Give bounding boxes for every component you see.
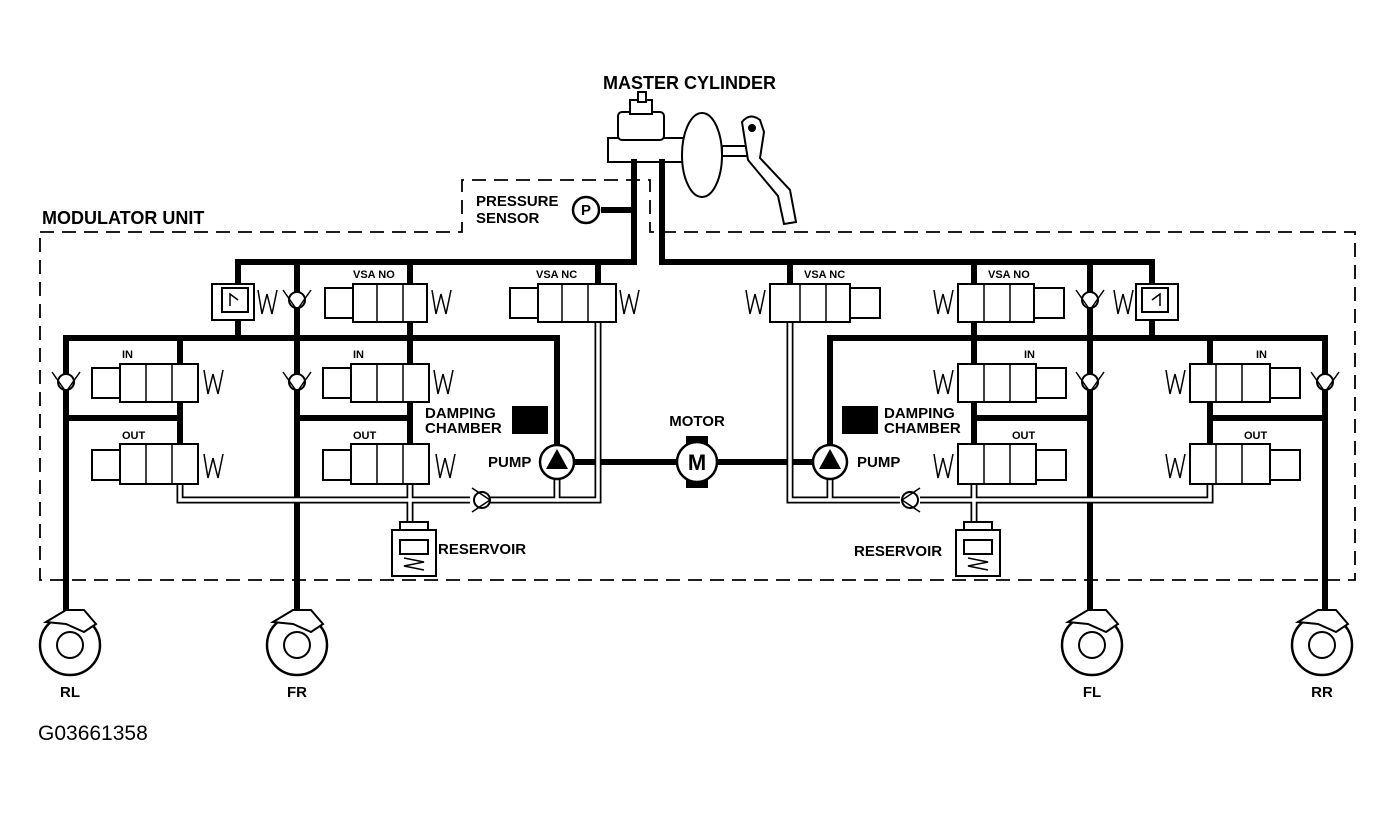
in-valve-rr <box>1165 363 1301 403</box>
check-valve <box>282 371 312 394</box>
brake-lines <box>63 159 1328 615</box>
wheel-fr-label: FR <box>287 684 307 701</box>
pressure-sensor-label-2: SENSOR <box>476 210 540 227</box>
master-cylinder-label: MASTER CYLINDER <box>603 73 776 93</box>
figure-id: G03661358 <box>38 722 148 745</box>
out-valve-rr <box>1165 443 1301 485</box>
pump-left <box>538 443 576 481</box>
vsa-nc-left-label: VSA NC <box>536 269 577 281</box>
wheel-fr <box>265 609 329 677</box>
wheel-fl-label: FL <box>1083 684 1101 701</box>
pressure-sensor <box>571 195 601 225</box>
damping-left-label-2: CHAMBER <box>425 420 502 437</box>
reservoir-right <box>955 521 1001 577</box>
in-fl-label: IN <box>1024 349 1035 361</box>
wheel-rr <box>1290 609 1354 677</box>
in-fr-label: IN <box>353 349 364 361</box>
relief-valves <box>211 283 1179 321</box>
pump-right-label: PUMP <box>857 454 900 471</box>
pump-motor-group <box>391 195 1001 577</box>
vsa-nc-valve-left <box>509 283 640 323</box>
pump-right <box>811 443 849 481</box>
pump-left-label: PUMP <box>488 454 531 471</box>
out-valve-rl <box>91 443 224 485</box>
in-valve-fr <box>322 363 454 403</box>
wheel-brakes <box>38 609 1354 677</box>
out-valve-fl <box>933 443 1067 485</box>
pressure-sensor-label-1: PRESSURE <box>476 193 559 210</box>
check-valves <box>51 289 1340 513</box>
damping-chamber-right <box>842 406 878 434</box>
check-valve <box>471 487 492 513</box>
damping-chamber-left <box>512 406 548 434</box>
text-labels: MASTER CYLINDER MODULATOR UNIT PRESSURE … <box>38 73 1333 745</box>
out-fr-label: OUT <box>353 430 377 442</box>
vsa-no-valve-left <box>324 283 452 323</box>
check-valve <box>1075 289 1105 312</box>
motor-symbol: M <box>688 450 706 475</box>
reservoir-right-label: RESERVOIR <box>854 543 942 560</box>
out-valve-fr <box>322 443 456 485</box>
wheel-rl-label: RL <box>60 684 80 701</box>
in-valve-rl <box>91 363 224 403</box>
check-valve <box>51 371 81 394</box>
in-rr-label: IN <box>1256 349 1267 361</box>
wheel-rl <box>38 609 102 677</box>
in-valve-fl <box>933 363 1067 403</box>
motor-label: MOTOR <box>669 413 725 430</box>
pressure-sensor-symbol: P <box>581 202 591 219</box>
damping-left-label-1: DAMPING <box>425 405 496 422</box>
wheel-fl <box>1060 609 1124 677</box>
vsa-no-right-label: VSA NO <box>988 269 1030 281</box>
vsa-nc-right-label: VSA NC <box>804 269 845 281</box>
in-rl-label: IN <box>122 349 133 361</box>
out-rr-label: OUT <box>1244 430 1268 442</box>
wheel-rr-label: RR <box>1311 684 1333 701</box>
master-cylinder-assembly <box>607 91 798 226</box>
check-valve <box>1310 371 1340 394</box>
motor <box>675 436 719 488</box>
vsa-nc-valve-right <box>745 283 881 323</box>
out-rl-label: OUT <box>122 430 146 442</box>
solenoid-valves <box>91 283 1301 485</box>
damping-right-label-2: CHAMBER <box>884 420 961 437</box>
check-valve <box>900 487 921 513</box>
reservoir-left <box>391 521 437 577</box>
out-fl-label: OUT <box>1012 430 1036 442</box>
vsa-no-valve-right <box>933 283 1065 323</box>
damping-right-label-1: DAMPING <box>884 405 955 422</box>
check-valve <box>282 289 312 312</box>
reservoir-left-label: RESERVOIR <box>438 541 526 558</box>
check-valve <box>1075 371 1105 394</box>
vsa-no-left-label: VSA NO <box>353 269 395 281</box>
modulator-unit-label: MODULATOR UNIT <box>42 208 204 228</box>
modulator-unit-boundary <box>39 179 1356 581</box>
